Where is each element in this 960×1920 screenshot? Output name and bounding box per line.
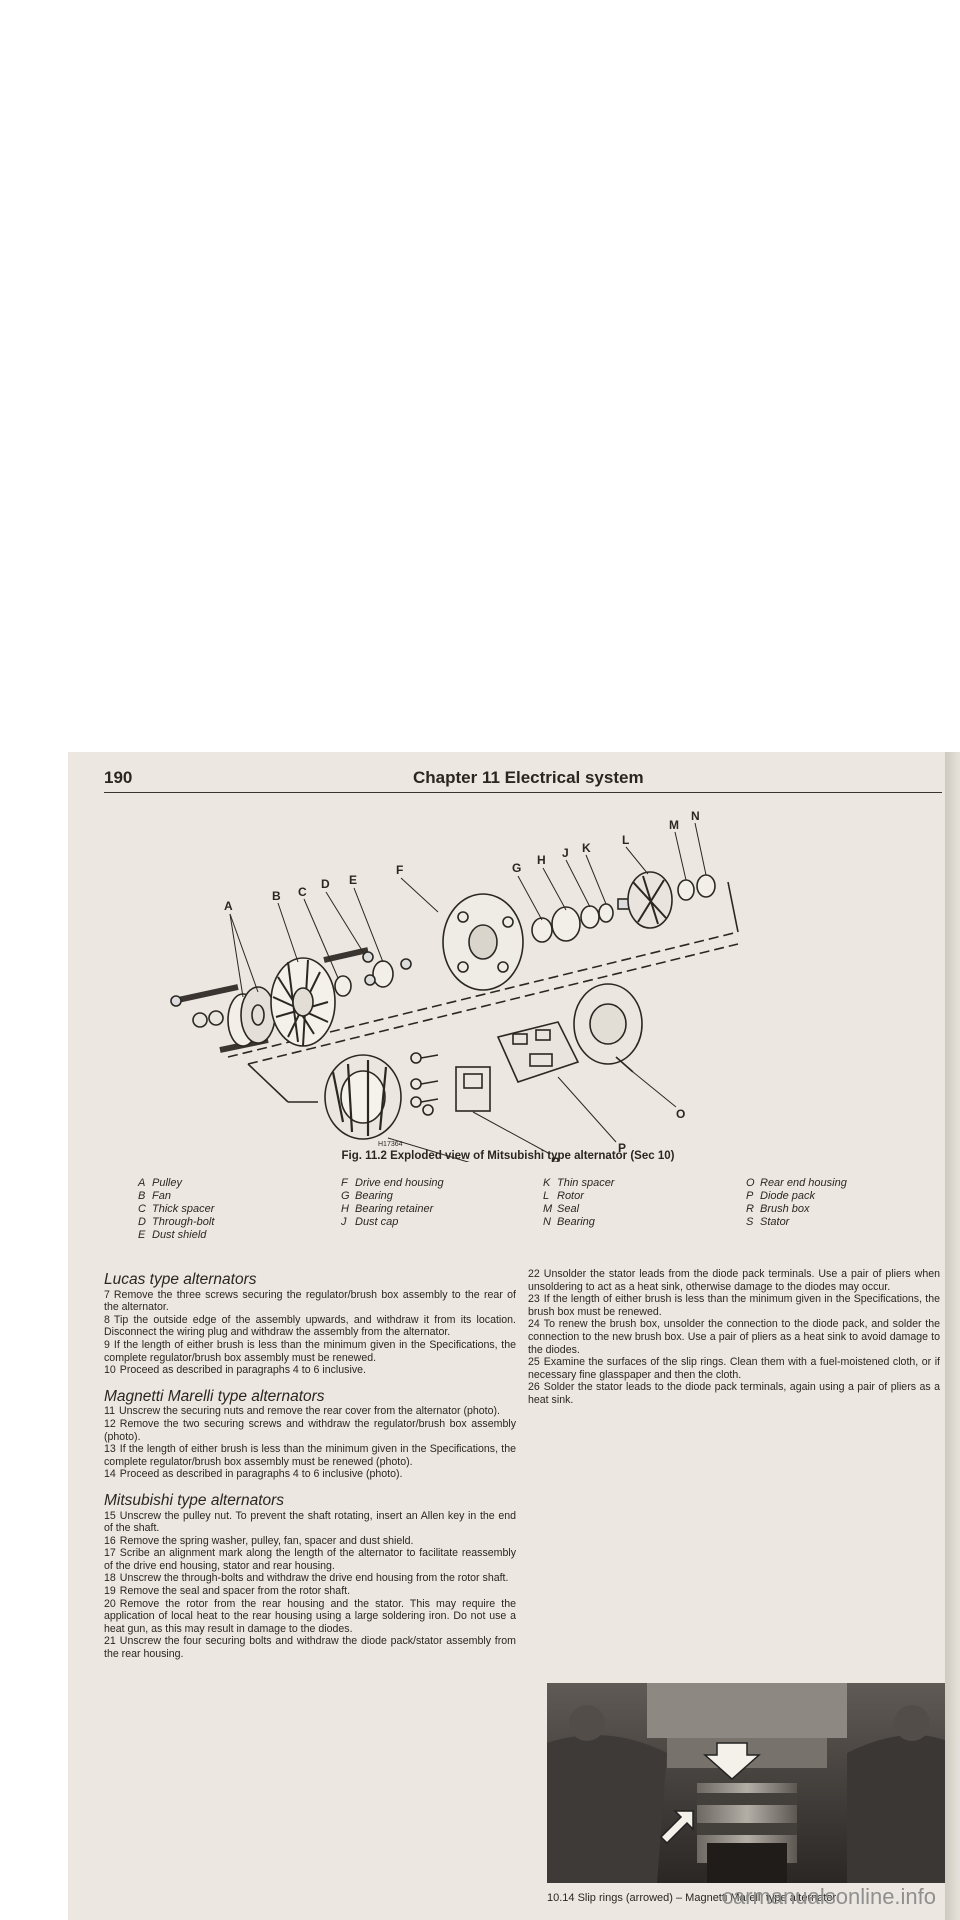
dust-shield: [372, 960, 394, 988]
callout-letter: P: [618, 1141, 626, 1155]
callout-letter: N: [691, 809, 700, 823]
section-heading: Magnetti Marelli type alternators: [104, 1387, 325, 1405]
slip-rings-photo: [547, 1683, 952, 1883]
callout-letter: L: [622, 833, 629, 847]
figure-caption: Fig. 11.2 Exploded view of Mitsubishi ty…: [341, 1150, 675, 1162]
section-heading: Mitsubishi type alternators: [104, 1491, 285, 1509]
callout-letter: J: [562, 846, 569, 860]
photo-caption: 10.14 Slip rings (arrowed) – Magnetti Ma…: [547, 1892, 837, 1904]
callout-letter: F: [396, 863, 403, 877]
dust-cap: [580, 905, 600, 929]
arrow-diagonal-icon: [659, 1810, 694, 1845]
watermark: carmanualsonline.info: [722, 1884, 937, 1909]
rotor: [617, 871, 673, 929]
callout-letter: M: [669, 818, 679, 832]
callout-letter: C: [298, 885, 307, 899]
thin-spacer: [598, 903, 614, 923]
stator: [324, 1054, 402, 1140]
seal: [677, 879, 695, 901]
page-header: 190 Chapter 11 Electrical system: [68, 752, 948, 793]
manual-page: 190 Chapter 11 Electrical system: [68, 752, 952, 1920]
callout-letter: B: [272, 889, 281, 903]
callout-letter: E: [349, 873, 357, 887]
bearing-retainer: [551, 906, 581, 942]
callout-letter: O: [676, 1107, 685, 1121]
callout-letter: D: [321, 877, 330, 891]
chapter-title: Chapter 11 Electrical system: [413, 768, 644, 787]
brush-box: [455, 1066, 491, 1112]
callout-letter: A: [224, 899, 233, 913]
header-rule: [104, 792, 942, 793]
callout-letter: K: [582, 841, 591, 855]
callout-letter: S: [518, 1161, 526, 1162]
screws: [410, 1052, 439, 1116]
callout-letter: R: [551, 1155, 560, 1162]
rear-end-housing: [573, 983, 643, 1073]
page-number: 190: [104, 768, 133, 787]
callout-letter: H: [537, 853, 546, 867]
drawing-code: H17364: [378, 1141, 403, 1148]
diode-pack: [496, 1021, 580, 1083]
callout-letter: G: [512, 861, 521, 875]
exploded-view-drawing: A B C D E F G H J K L M N O P R S H17364: [170, 809, 739, 1162]
bearing-n: [696, 874, 716, 898]
section-heading: Lucas type alternators: [104, 1271, 257, 1288]
thick-spacer: [334, 975, 352, 997]
page-edge: [945, 752, 960, 1920]
bearing-g: [531, 917, 553, 943]
fan: [270, 957, 336, 1047]
drive-end-housing: [442, 893, 524, 991]
arrow-down-icon: [703, 1742, 761, 1781]
